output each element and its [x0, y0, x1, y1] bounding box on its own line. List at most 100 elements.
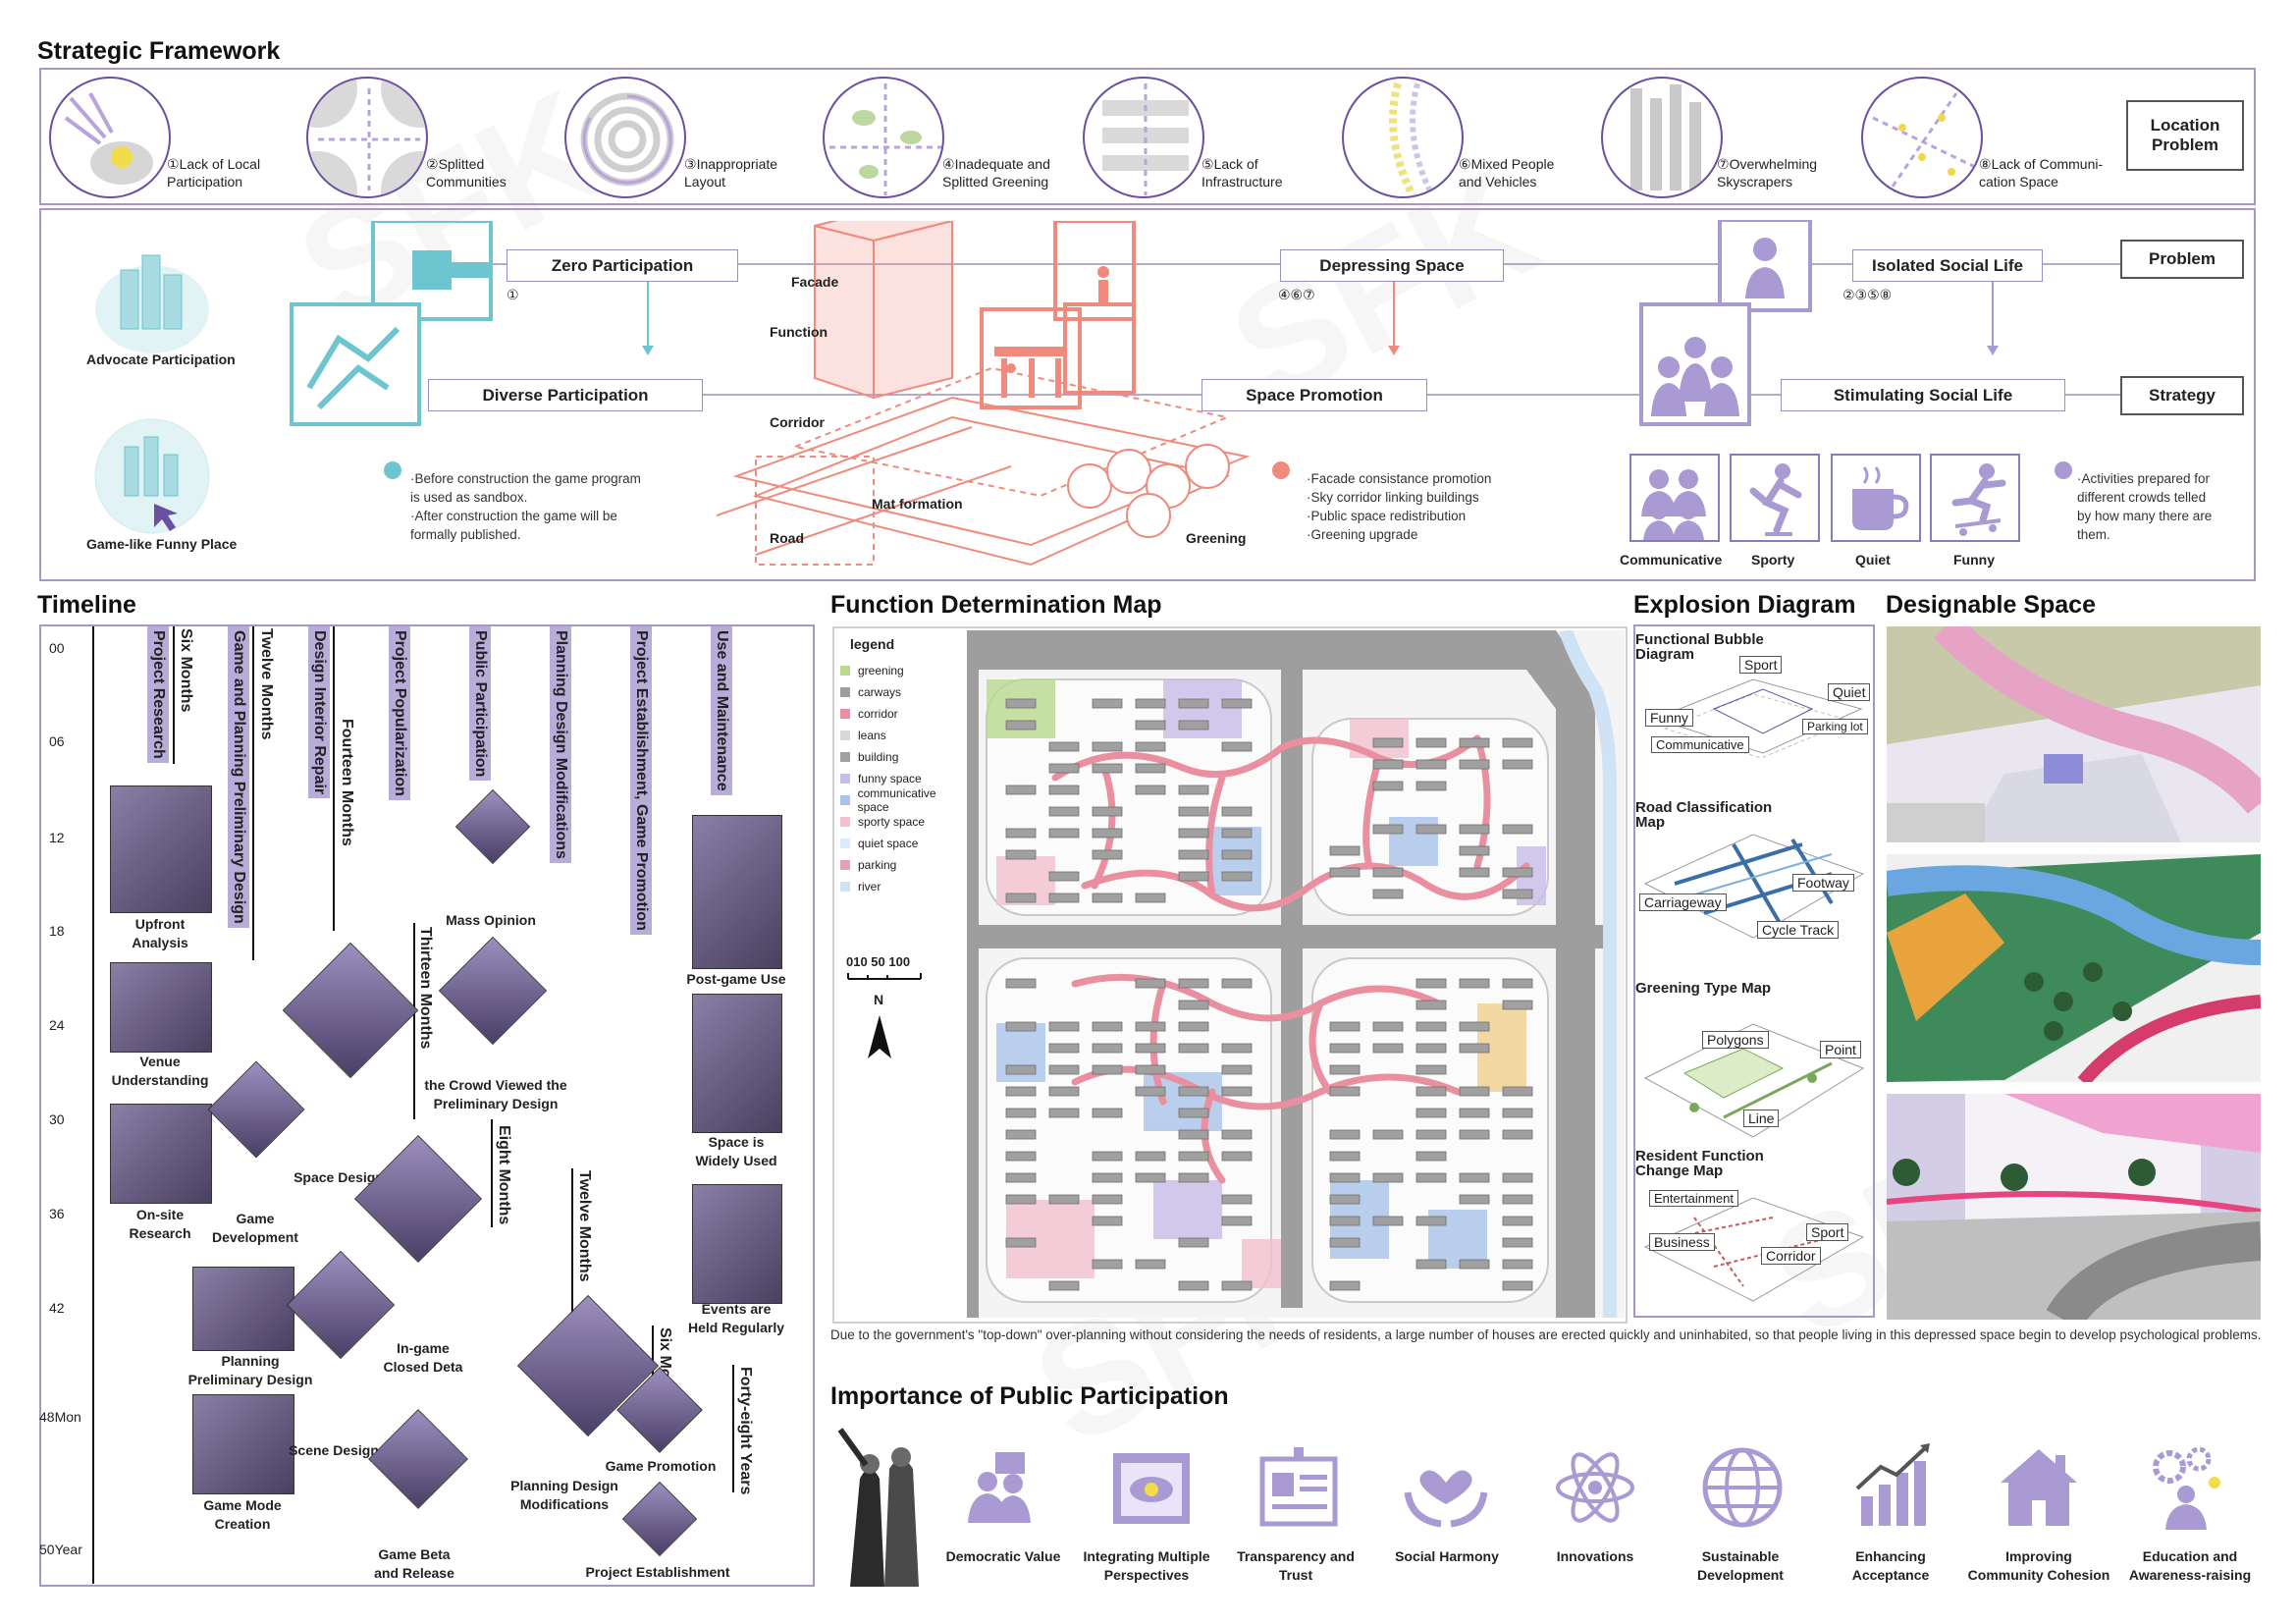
- green-point: Point: [1820, 1041, 1861, 1058]
- stimulating-social-life-box: Stimulating Social Life: [1781, 379, 2065, 411]
- green-title: Greening Type Map: [1635, 980, 1772, 997]
- problem-tag: Problem: [2120, 240, 2244, 279]
- importance-sustainable: Sustainable Development: [1697, 1548, 1784, 1583]
- road-carriageway: Carriageway: [1639, 893, 1727, 911]
- importance-democratic: Democratic Value: [945, 1548, 1061, 1564]
- axis-30: 30: [49, 1111, 65, 1127]
- house-icon: [2001, 1449, 2077, 1526]
- axis-24: 24: [49, 1017, 65, 1033]
- importance-acceptance: Enhancing Acceptance: [1851, 1548, 1930, 1583]
- bubble-parking: Parking lot: [1802, 719, 1868, 734]
- location-problem-panel: [39, 68, 2256, 205]
- phase-line-3: [333, 626, 335, 931]
- collaboration-hands-icon: [290, 221, 493, 426]
- activity-label-sporty: Sporty: [1751, 552, 1795, 568]
- green-line: Line: [1743, 1110, 1780, 1127]
- transparency-icon: [1259, 1447, 1338, 1527]
- axis-06: 06: [49, 733, 65, 749]
- growth-chart-icon: [1855, 1443, 1930, 1526]
- legend-label: communicative space: [857, 786, 936, 814]
- depressing-space-box: Depressing Space: [1280, 249, 1504, 282]
- bar-establishment: Project Establishment, Game Promotion: [630, 626, 652, 935]
- space-promotion-box: Space Promotion: [1201, 379, 1427, 411]
- legend-swatch: [840, 839, 850, 848]
- zero-participation-box: Zero Participation: [507, 249, 738, 282]
- purple-bullet: [2055, 461, 2072, 479]
- teal-notes: ·Before construction the game program is…: [410, 471, 641, 542]
- caption-space-design: Space Design: [294, 1169, 384, 1185]
- axis-42: 42: [49, 1300, 65, 1316]
- importance-transparency: Transparency and Trust: [1237, 1548, 1355, 1583]
- bar-public-participation: Public Participation: [469, 626, 491, 782]
- game-place-icon: [94, 418, 210, 534]
- teal-bullet: [384, 461, 401, 479]
- duration-game-planning: Twelve Months: [258, 628, 275, 740]
- diverse-participation-box: Diverse Participation: [428, 379, 703, 411]
- photo-postgame: [692, 815, 782, 969]
- axis-12: 12: [49, 830, 65, 845]
- democratic-value-icon: [968, 1452, 1031, 1523]
- depressing-space-ref: ④⑥⑦: [1278, 287, 1315, 302]
- legend-swatch: [840, 666, 850, 676]
- map-caption: Due to the government's "top-down" over-…: [830, 1327, 2262, 1342]
- legend-label: carways: [858, 685, 902, 699]
- road-footway: Footway: [1792, 874, 1854, 892]
- legend-label: corridor: [858, 707, 898, 721]
- render-1: [1887, 626, 2261, 842]
- importance-perspectives: Integrating Multiple Perspectives: [1083, 1548, 1210, 1583]
- legend-swatch: [840, 882, 850, 892]
- bubble-title: Functional Bubble Diagram: [1635, 631, 1764, 663]
- coffee-cup-icon: [1852, 466, 1909, 530]
- phase-line-1: [173, 626, 175, 764]
- spiral-layout-icon: [580, 92, 674, 187]
- legend-item: funny space: [840, 768, 966, 789]
- advocate-participation-label: Advocate Participation: [86, 352, 236, 367]
- photo-upfront-analysis: [110, 785, 212, 913]
- split-communities-icon: [308, 79, 426, 196]
- section-title-function-map: Function Determination Map: [830, 591, 1162, 619]
- skater-icon: [1749, 463, 1802, 536]
- activity-label-quiet: Quiet: [1855, 552, 1891, 568]
- caption-game-promo: Game Promotion: [605, 1458, 717, 1474]
- resident-title: Resident Function Change Map: [1635, 1148, 1764, 1179]
- legend-item: greening: [840, 660, 966, 681]
- importance-education: Education and Awareness-raising: [2128, 1548, 2252, 1583]
- legend-item: communicative space: [840, 786, 966, 814]
- duration-use-maintenance: Forty-eight Years: [737, 1367, 754, 1495]
- legend-swatch: [840, 774, 850, 784]
- site-plan: [967, 630, 1625, 1318]
- legend-item: parking: [840, 854, 966, 876]
- legend-item: carways: [840, 681, 966, 703]
- legend-label: funny space: [858, 772, 922, 785]
- legend-swatch: [840, 860, 850, 870]
- section-title-importance: Importance of Public Participation: [830, 1382, 1229, 1410]
- photo-venue: [110, 962, 212, 1053]
- skateboarder-icon: [1951, 463, 2006, 536]
- axis-50year: 50Year: [39, 1542, 82, 1557]
- duration-project-research: Six Months: [178, 628, 194, 713]
- legend-label: leans: [858, 729, 886, 742]
- resident-corridor: Corridor: [1761, 1247, 1821, 1265]
- duration-public-participation: Eight Months: [496, 1125, 512, 1225]
- resident-business: Business: [1649, 1233, 1715, 1251]
- timeline-panel: [39, 624, 815, 1587]
- problem-circle-1: [49, 77, 171, 198]
- render-3: [1887, 1094, 2261, 1320]
- quiet-card: [1831, 454, 1921, 542]
- axis-00: 00: [49, 640, 65, 656]
- isolated-social-life-box: Isolated Social Life: [1852, 249, 2043, 282]
- caption-postgame: Post-game Use: [686, 971, 786, 987]
- activity-label-funny: Funny: [1953, 552, 1995, 568]
- caption-mass-opinion: Mass Opinion: [446, 912, 536, 928]
